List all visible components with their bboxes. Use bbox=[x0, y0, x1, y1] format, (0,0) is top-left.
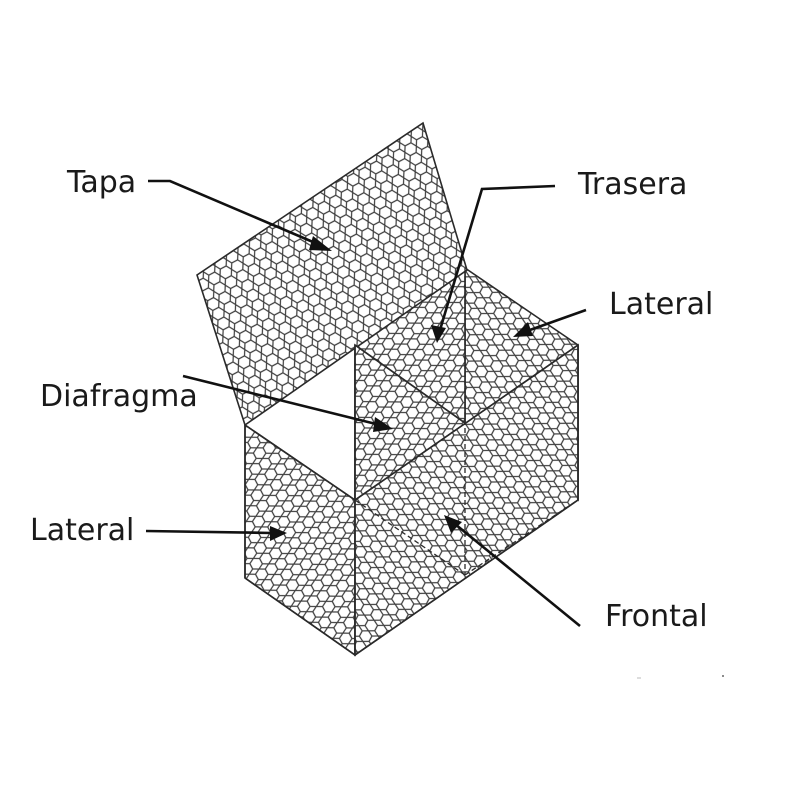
label-lateral-left: Lateral bbox=[30, 513, 135, 548]
lid-panel bbox=[196, 121, 468, 427]
left-lateral-panel bbox=[244, 423, 356, 657]
hidden-bottom-edge bbox=[464, 499, 579, 576]
leader-lateral-left bbox=[145, 526, 287, 541]
label-tapa: Tapa bbox=[67, 165, 137, 200]
label-trasera: Trasera bbox=[578, 167, 688, 202]
label-lateral-right: Lateral bbox=[609, 287, 714, 322]
leader-tapa bbox=[148, 179, 332, 251]
hidden-diaphragm-edge bbox=[354, 499, 466, 576]
label-frontal: Frontal bbox=[605, 599, 708, 634]
diaphragm-top-edge bbox=[354, 344, 466, 424]
bottom-edges bbox=[244, 499, 579, 656]
leader-frontal bbox=[444, 515, 581, 628]
leader-lateral-right bbox=[513, 308, 587, 337]
label-diafragma: Diafragma bbox=[40, 379, 198, 414]
leader-trasera bbox=[431, 184, 556, 343]
leader-diafragma bbox=[182, 374, 393, 432]
